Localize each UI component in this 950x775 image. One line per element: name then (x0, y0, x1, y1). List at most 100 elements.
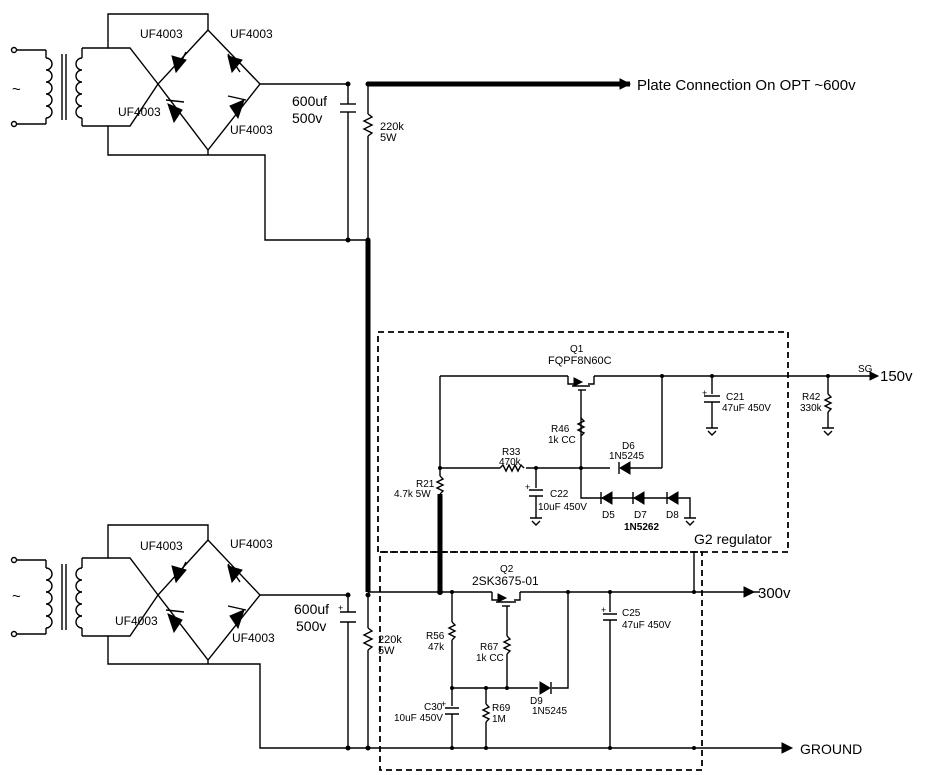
svg-text:+: + (338, 603, 343, 613)
capacitor-icon: + (702, 388, 720, 403)
transformer-secondary-icon (75, 558, 83, 636)
q1-part: FQPF8N60C (548, 355, 612, 367)
resistor-icon (576, 417, 586, 437)
zener-diode-icon (632, 491, 645, 505)
diode-label: UF4003 (115, 614, 158, 628)
q1-ref: Q1 (570, 344, 584, 355)
capacitor-icon: + (601, 605, 617, 621)
transformer-primary-icon (45, 50, 53, 124)
r56-value: 47k (428, 642, 445, 653)
regulator-300v: 300v Q2 2SK3675-01 R67 1k CC R56 47k (368, 552, 791, 748)
c30-ref: C30 (424, 702, 443, 713)
diode-icon (165, 99, 185, 124)
svg-text:+: + (702, 388, 707, 398)
diode-label: UF4003 (140, 539, 183, 553)
diode-icon (171, 561, 187, 584)
r69-ref: R69 (492, 703, 511, 714)
diode-label: UF4003 (230, 123, 273, 137)
ac-source-icon: ~ (12, 81, 21, 98)
zener-part: 1N5262 (624, 522, 659, 533)
d9-ref: D9 (530, 696, 543, 707)
resistor-power: 5W (378, 645, 395, 657)
r33-ref: R33 (502, 447, 521, 458)
c22-value: 10uF 450V (538, 502, 587, 513)
resistor-icon (499, 463, 525, 473)
zener-diode-icon (618, 461, 631, 475)
transformer-primary-icon (45, 560, 53, 634)
mosfet-icon (491, 592, 521, 636)
r46-ref: R46 (551, 424, 570, 435)
d7-ref: D7 (634, 510, 647, 521)
svg-text:+: + (601, 605, 606, 615)
diode-icon (171, 51, 187, 74)
r67-ref: R67 (480, 642, 499, 653)
diode-icon (165, 609, 185, 634)
cap-voltage: 500v (296, 618, 326, 634)
g2-regulator-title: G2 regulator (694, 531, 772, 547)
svg-text:+: + (441, 699, 446, 709)
resistor-icon (362, 113, 374, 137)
cap-voltage: 500v (292, 110, 322, 126)
cap-value: 600uf (294, 601, 329, 617)
resistor-icon (502, 635, 512, 655)
transformer-secondary-icon (75, 48, 83, 126)
capacitor-icon: + (441, 699, 459, 715)
q2-ref: Q2 (500, 564, 514, 575)
r21-ref: R21 (416, 479, 435, 490)
resistor-value: 220k (378, 634, 402, 646)
diode-label: UF4003 (140, 27, 183, 41)
resistor-icon (823, 393, 833, 413)
capacitor-icon (340, 103, 356, 113)
q2-part: 2SK3675-01 (472, 574, 539, 588)
resistor-icon (447, 621, 457, 641)
c21-ref: C21 (726, 392, 745, 403)
r56-ref: R56 (426, 631, 445, 642)
sg-label: SG (858, 364, 873, 375)
cap-value: 600uf (292, 93, 327, 109)
g2-regulator: Q1 FQPF8N60C R46 1k CC R33 470k D6 1N524… (394, 344, 913, 592)
upper-supply: ~ (10, 13, 856, 243)
resistor-icon (362, 627, 374, 651)
ac-source-icon: ~ (12, 588, 21, 605)
d6-ref: D6 (622, 441, 635, 452)
c25-ref: C25 (622, 608, 641, 619)
c30-value: 10uF 450V (394, 713, 443, 724)
r42-ref: R42 (802, 392, 821, 403)
resistor-power: 5W (380, 132, 397, 144)
diode-icon (227, 563, 243, 584)
d5-ref: D5 (602, 510, 615, 521)
diode-label: UF4003 (230, 27, 273, 41)
resistor-icon (481, 703, 491, 723)
resistor-value: 220k (380, 121, 404, 133)
ground-label: GROUND (800, 741, 862, 757)
c25-value: 47uF 450V (622, 620, 671, 631)
ground-rail: GROUND (348, 741, 862, 757)
r21-value: 4.7k 5W (394, 489, 431, 500)
svg-text:+: + (525, 482, 530, 492)
regulator-300v-box (379, 551, 703, 771)
lower-supply: ~ (10, 524, 402, 751)
diode-label: UF4003 (230, 537, 273, 551)
diode-icon (227, 53, 243, 74)
diode-icon (227, 605, 247, 630)
output-150v-label: 150v (880, 368, 913, 385)
r67-value: 1k CC (476, 653, 504, 664)
plate-connection-label: Plate Connection On OPT ~600v (637, 77, 856, 94)
d8-ref: D8 (666, 510, 679, 521)
d9-part: 1N5245 (532, 706, 567, 717)
r33-value: 470k (499, 457, 522, 468)
r42-value: 330k (800, 403, 823, 414)
zener-diode-icon (600, 491, 613, 505)
diode-icon (227, 95, 247, 120)
r46-value: 1k CC (548, 435, 576, 446)
diode-label: UF4003 (118, 105, 161, 119)
zener-diode-icon (539, 681, 552, 695)
capacitor-icon: + (338, 603, 356, 623)
c21-value: 47uF 450V (722, 403, 771, 414)
d6-part: 1N5245 (609, 451, 644, 462)
capacitor-icon: + (525, 482, 543, 497)
output-300v-label: 300v (758, 585, 791, 602)
zener-diode-icon (666, 491, 679, 505)
resistor-icon (435, 475, 445, 495)
